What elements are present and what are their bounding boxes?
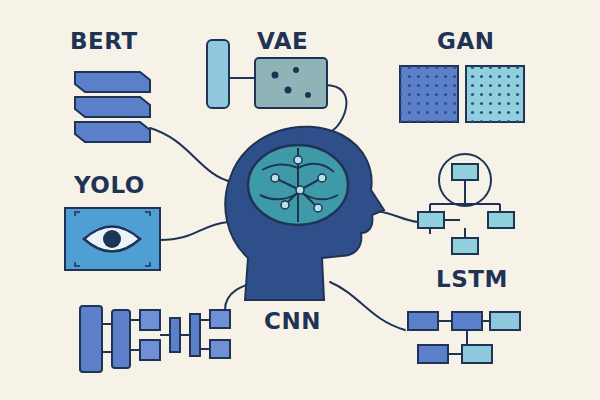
- bert-icon: [75, 72, 150, 142]
- lstm-flow-icon: [418, 154, 514, 254]
- model-name: VAE: [257, 28, 308, 54]
- cnn-icon: [80, 306, 230, 372]
- model-name: LSTM: [436, 266, 508, 292]
- model-name: CNN: [264, 308, 321, 334]
- model-name: GAN: [437, 28, 494, 54]
- model-name: BERT: [70, 28, 138, 54]
- head-silhouette: [225, 127, 384, 300]
- model-name: YOLO: [74, 172, 145, 198]
- model-label-node: VAE: [257, 28, 308, 54]
- model-label-node: YOLO: [74, 172, 145, 198]
- model-label-node: GAN: [437, 28, 494, 54]
- yolo-icon: [65, 208, 160, 270]
- leader-lines: [150, 85, 418, 330]
- gan-icon: [400, 66, 524, 122]
- model-label-node: LSTM: [436, 266, 508, 292]
- model-label-node: CNN: [264, 308, 321, 334]
- lstm-chain-icon: [408, 312, 520, 363]
- model-label-node: BERT: [70, 28, 138, 54]
